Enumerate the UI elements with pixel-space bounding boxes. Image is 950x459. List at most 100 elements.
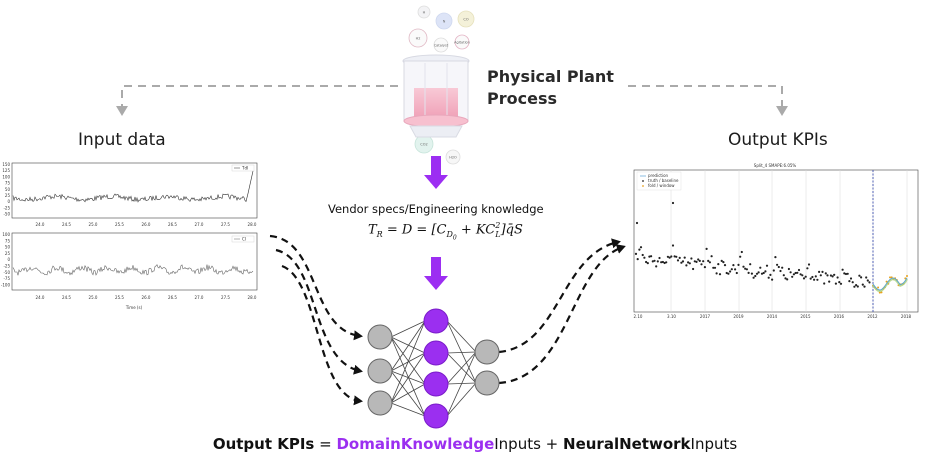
output-truth-point	[866, 279, 869, 282]
physical-plant-line2: Process	[487, 89, 557, 108]
output-truth-point	[786, 278, 789, 281]
input-top-ytick: 125	[2, 168, 10, 173]
network-edge	[390, 336, 426, 385]
network-edge	[390, 320, 426, 338]
output-truth-point	[656, 260, 659, 263]
input-bottom-xtick: 27.0	[195, 295, 204, 300]
output-truth-point	[737, 263, 740, 266]
output-truth-point	[791, 275, 794, 278]
output-window-point	[889, 276, 891, 279]
input-bottom-axes	[11, 232, 258, 291]
output-truth-point	[755, 272, 759, 275]
output-truth-point	[685, 264, 688, 267]
output-truth-point	[818, 270, 821, 273]
network-edge	[446, 320, 477, 353]
input-bottom-ytick: 0	[7, 257, 10, 262]
output-truth-point	[668, 256, 671, 259]
output-node	[474, 339, 500, 365]
output-truth-point	[695, 260, 698, 263]
output-truth-point	[747, 271, 750, 274]
network-edge	[390, 402, 426, 417]
output-truth-point	[839, 282, 843, 285]
output-truth-point	[739, 255, 742, 258]
equation-equals: =	[314, 435, 337, 453]
output-truth-point	[806, 267, 809, 270]
output-chart-title: Split_4 SMAPE:6.05%	[754, 163, 797, 168]
output-legend-0: prediction	[648, 173, 669, 178]
network-edge	[390, 336, 426, 417]
output-truth-point	[639, 246, 643, 249]
network-edge	[390, 320, 426, 404]
output-truth-point	[813, 278, 816, 281]
output-truth-point	[764, 270, 767, 273]
output-truth-point	[784, 277, 787, 280]
output-truth-point	[651, 260, 654, 263]
output-truth-point	[641, 253, 644, 257]
input-top-ytick: 50	[5, 187, 11, 192]
output-truth-point	[678, 256, 681, 259]
output-truth-point	[734, 268, 737, 271]
output-truth-point	[841, 268, 844, 271]
output-xtick: 2019	[733, 314, 744, 319]
top-arrowheads	[116, 106, 788, 116]
formula-cd-sub: D0	[446, 229, 457, 242]
input-bottom-ytick: -100	[1, 282, 11, 287]
input-bottom-xtick: 27.5	[221, 295, 230, 300]
input-top-ytick: -50	[3, 212, 10, 217]
output-truth-point	[757, 271, 760, 274]
output-truth-point	[834, 282, 838, 285]
input-bottom-ytick: 100	[2, 232, 10, 237]
bubble-label-1: N	[443, 20, 446, 24]
input-bottom-ytick: -75	[3, 276, 10, 281]
bubble-label-4: Catalyst	[434, 44, 449, 48]
input-top-xtick: 27.0	[195, 222, 204, 227]
output-truth-point	[826, 274, 829, 277]
network-edge	[390, 352, 426, 404]
output-truth-point	[697, 258, 700, 261]
input-bottom-xtick: 26.5	[168, 295, 177, 300]
output-truth-point	[848, 280, 851, 283]
output-truth-point	[643, 256, 646, 259]
output-truth-point	[797, 268, 801, 272]
input-top-xtick: 28.0	[248, 222, 257, 227]
output-truth-point	[692, 267, 695, 271]
output-truth-point	[710, 255, 713, 258]
input-bottom-xtick: 25.5	[115, 295, 124, 300]
output-truth-point	[860, 276, 863, 279]
output-truth-point	[648, 255, 651, 258]
equation-inputs-2: Inputs	[690, 435, 738, 453]
formula-tail: ]q̄S	[500, 222, 523, 238]
output-truth-point	[787, 267, 791, 271]
output-window-point	[906, 275, 908, 277]
output-truth-point	[650, 255, 653, 258]
input-node	[367, 324, 393, 350]
output-truth-point	[823, 282, 826, 285]
input-node	[367, 390, 393, 416]
output-xtick: 2017	[700, 314, 711, 319]
input-data-chart: TdI CI 24.024.024.524.525.025.025.525.52…	[0, 157, 262, 313]
output-truth-point	[720, 259, 723, 262]
output-truth-point	[658, 256, 661, 260]
physical-plant-line1: Physical Plant	[487, 67, 614, 86]
output-truth-point	[838, 281, 841, 284]
output-truth-point	[868, 281, 871, 284]
hidden-node	[423, 403, 449, 429]
output-truth-point	[836, 276, 839, 279]
output-truth-point	[819, 274, 822, 277]
output-truth-point	[782, 274, 785, 277]
output-truth-point	[702, 260, 705, 263]
equation-domain-knowledge: DomainKnowledge	[336, 435, 495, 453]
input-bottom-ytick: 25	[5, 251, 11, 256]
output-truth-point	[729, 270, 732, 273]
output-xtick: 2015	[800, 314, 811, 319]
output-truth-point	[843, 272, 846, 275]
equation-inputs-1: Inputs +	[494, 435, 564, 453]
reactor-bubble-labels: H N CO H2 Catalyst Agitation CO2 H2O	[416, 11, 470, 160]
network-edge	[446, 351, 477, 354]
output-truth-point	[700, 263, 703, 266]
output-truth-point	[735, 271, 738, 275]
formula-lhs: T	[368, 222, 377, 238]
input-top-axes	[11, 162, 258, 219]
output-truth-point	[749, 263, 752, 266]
